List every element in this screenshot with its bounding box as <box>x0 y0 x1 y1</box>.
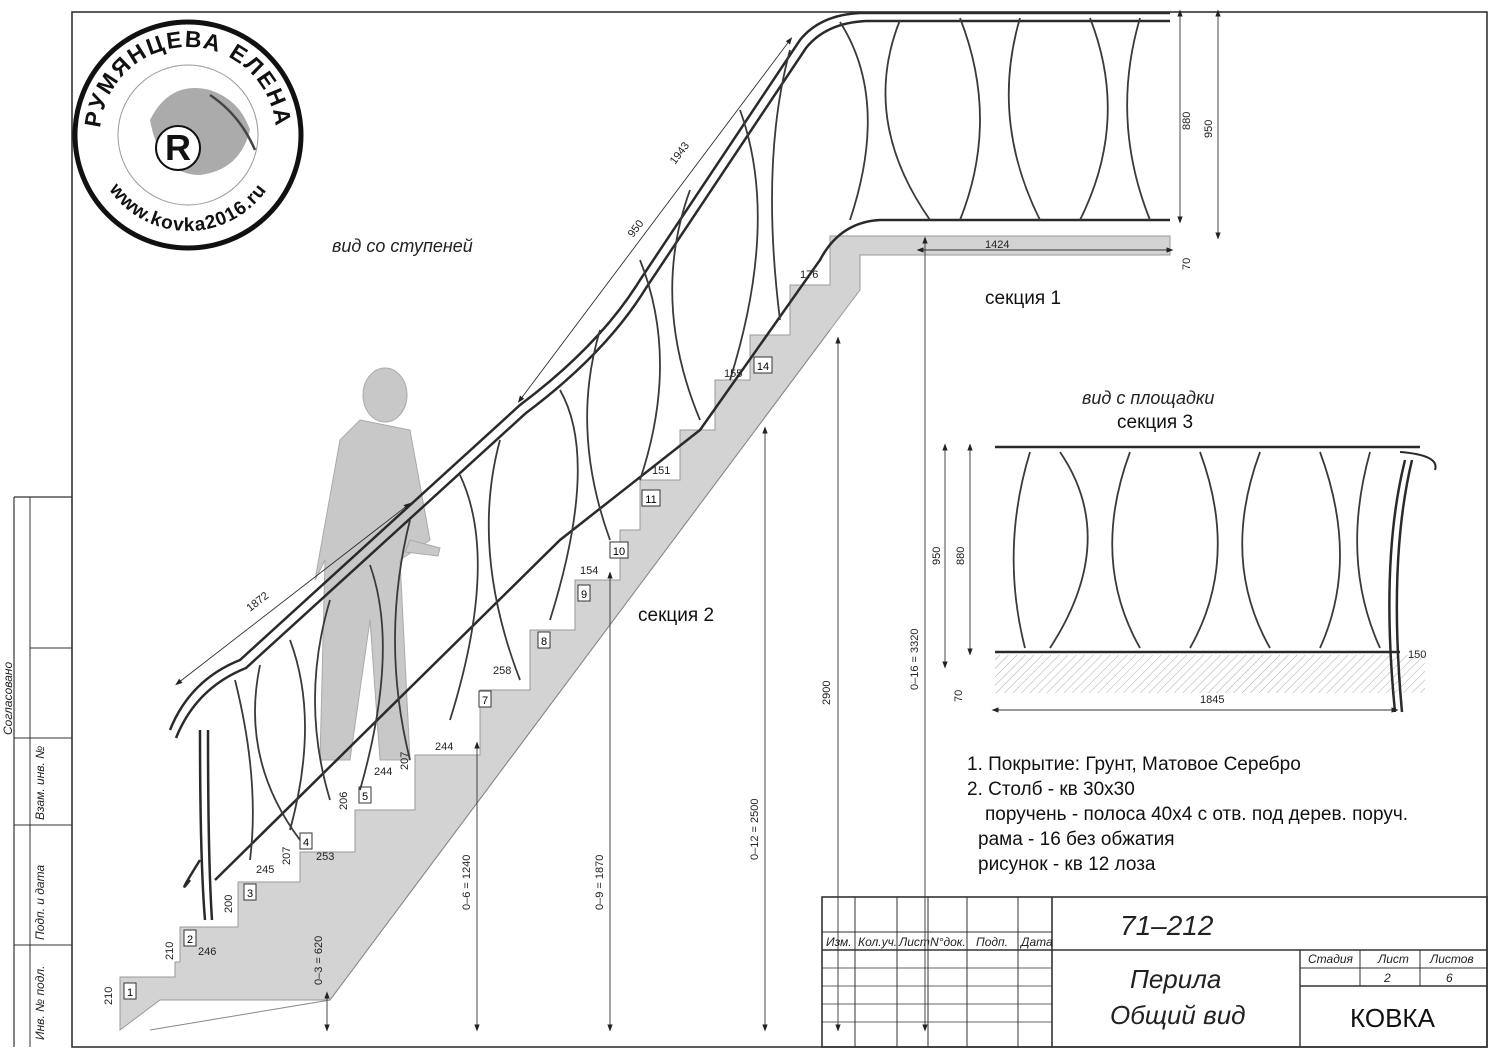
note-pattern: рисунок - кв 12 лоза <box>978 854 1156 875</box>
svg-text:1: 1 <box>127 987 133 999</box>
dim-1872: 1872 <box>244 590 271 615</box>
person-silhouette <box>314 367 441 761</box>
dim-155: 155 <box>724 368 742 380</box>
section-3-label: секция 3 <box>1117 412 1193 433</box>
dim-210a: 210 <box>164 942 176 960</box>
section-1-label: секция 1 <box>985 288 1061 309</box>
step-3: 3 <box>243 883 257 901</box>
step-2: 2 <box>183 929 197 947</box>
svg-text:5: 5 <box>362 791 368 803</box>
tb-header-list: Лист <box>898 935 930 949</box>
dim-154: 154 <box>580 565 598 577</box>
dim-244b: 244 <box>374 766 392 778</box>
tb-doc-number: 71–212 <box>1120 910 1214 941</box>
tb-stage-label: Стадия <box>1308 952 1354 966</box>
dim-176: 176 <box>800 269 818 281</box>
dimension-labels: 1872 1943 950 1424 176 155 151 154 258 2… <box>103 112 1426 1005</box>
stamp-sign-date: Подп. и дата <box>33 865 47 940</box>
s3-dim-1845: 1845 <box>1200 694 1224 706</box>
spec-notes: 1. Покрытие: Грунт, Матовое Серебро 2. С… <box>967 754 1408 875</box>
tb-sheets-value: 6 <box>1446 971 1453 985</box>
level-2500: 0–12 = 2500 <box>749 799 761 860</box>
dim-258: 258 <box>493 665 511 677</box>
side-stamp: Согласовано Взам. инв. № Подп. и дата Ин… <box>1 497 72 1047</box>
note-post: 2. Столб - кв 30х30 <box>967 779 1135 800</box>
view-from-landing: вид с площадки <box>1082 388 1214 408</box>
dim-245: 245 <box>256 864 274 876</box>
staircase <box>119 235 1171 1031</box>
dim-253: 253 <box>316 851 334 863</box>
level-1870: 0–9 = 1870 <box>594 855 606 910</box>
dim-70a: 70 <box>1181 258 1193 270</box>
tb-header-ndok: N°док. <box>930 935 966 949</box>
step-numbers: 1 2 3 4 5 7 8 9 10 11 14 <box>123 356 773 1000</box>
svg-text:7: 7 <box>482 695 488 707</box>
svg-text:2: 2 <box>187 934 193 946</box>
title-block-text: Изм. Кол.уч. Лист N°док. Подп. Дата 71–2… <box>826 910 1474 1033</box>
stamp-replace-inv: Взам. инв. № <box>33 746 47 820</box>
dim-210b: 210 <box>103 987 115 1005</box>
step-8: 8 <box>537 631 551 649</box>
tb-header-izm: Изм. <box>826 935 852 949</box>
step-7: 7 <box>478 690 492 708</box>
railing-section-3 <box>995 445 1437 713</box>
logo-seal: РУМЯНЦЕВА ЕЛЕНА www.kovka2016.ru R <box>72 19 304 251</box>
tb-title-2: Общий вид <box>1110 1000 1246 1030</box>
level-620: 0–3 = 620 <box>313 936 325 985</box>
dim-950a: 950 <box>626 218 647 240</box>
svg-text:4: 4 <box>303 837 309 849</box>
dim-880a: 880 <box>1181 112 1193 130</box>
s3-dim-950: 950 <box>931 547 943 565</box>
step-10: 10 <box>609 541 629 559</box>
step-9: 9 <box>577 584 591 602</box>
s3-dim-150: 150 <box>1408 649 1426 661</box>
s3-dim-70: 70 <box>953 690 965 702</box>
tb-sheets-label: Листов <box>1429 952 1474 966</box>
svg-text:8: 8 <box>541 636 547 648</box>
tb-org: КОВКА <box>1350 1003 1436 1033</box>
dim-1424: 1424 <box>985 239 1009 251</box>
note-frame: рама - 16 без обжатия <box>978 829 1175 850</box>
tb-title-1: Перила <box>1130 964 1221 994</box>
dim-200: 200 <box>223 895 235 913</box>
section-2-label: секция 2 <box>638 605 714 626</box>
tb-header-data: Дата <box>1019 935 1053 949</box>
sheet-frame <box>14 11 1488 1048</box>
step-1: 1 <box>123 982 137 1000</box>
dimension-lines <box>175 9 1399 1032</box>
dim-246: 246 <box>198 946 216 958</box>
step-14: 14 <box>753 356 773 374</box>
logo-monogram: R <box>165 127 191 168</box>
dim-1943: 1943 <box>668 140 692 167</box>
svg-text:9: 9 <box>581 589 587 601</box>
dim-207b: 207 <box>281 847 293 865</box>
stamp-inv-orig: Инв. № подл. <box>33 966 47 1040</box>
svg-text:14: 14 <box>757 361 769 373</box>
note-handrail: поручень - полоса 40х4 с отв. под дерев.… <box>985 804 1408 825</box>
tb-sheet-label: Лист <box>1377 952 1409 966</box>
dim-207a: 207 <box>399 752 411 770</box>
stamp-agreed: Согласовано <box>1 661 15 735</box>
s3-dim-880: 880 <box>955 547 967 565</box>
dim-206: 206 <box>338 792 350 810</box>
tb-header-podp: Подп. <box>976 935 1008 949</box>
level-2900: 2900 <box>821 681 833 705</box>
svg-text:10: 10 <box>613 546 625 558</box>
step-11: 11 <box>641 489 661 507</box>
dim-950b: 950 <box>1203 120 1215 138</box>
step-4: 4 <box>299 832 313 850</box>
note-coating: 1. Покрытие: Грунт, Матовое Серебро <box>967 754 1301 775</box>
title-block <box>821 896 1488 1048</box>
dim-244a: 244 <box>435 741 453 753</box>
tb-header-koluch: Кол.уч. <box>858 935 897 949</box>
level-1240: 0–6 = 1240 <box>461 855 473 910</box>
dim-151: 151 <box>652 465 670 477</box>
view-from-steps: вид со ступеней <box>332 236 473 256</box>
tb-sheet-value: 2 <box>1383 971 1391 985</box>
svg-text:3: 3 <box>247 888 253 900</box>
level-3320: 0–16 = 3320 <box>909 629 921 690</box>
svg-text:11: 11 <box>645 494 656 506</box>
step-5: 5 <box>358 786 372 804</box>
